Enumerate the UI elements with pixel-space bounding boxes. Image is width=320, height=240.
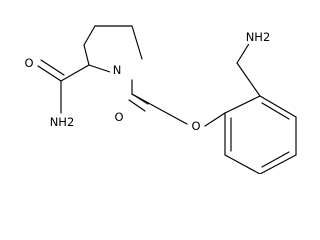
bond	[224, 154, 261, 174]
atom-label-background	[189, 119, 203, 134]
atom-label-o: O	[191, 119, 200, 133]
benzene-ring	[204, 95, 297, 174]
atom-label-background	[48, 115, 76, 129]
atom-carbonyl-o: O	[112, 110, 126, 125]
bond	[131, 93, 175, 118]
atom-label-o: O	[24, 56, 33, 70]
aminomethyl-group	[236, 41, 261, 97]
bond	[259, 154, 297, 174]
bond	[173, 116, 188, 125]
bond	[236, 41, 251, 64]
atom-label-n: N	[113, 63, 122, 77]
atom-label-background	[244, 30, 272, 44]
bond	[261, 102, 290, 120]
bond	[37, 65, 62, 82]
atom-amide-n: NH2	[48, 115, 76, 129]
atom-aminomethyl-n: NH2	[244, 30, 272, 44]
bond	[259, 95, 297, 118]
atom-label-nh2: NH2	[50, 115, 75, 129]
atom-label-o: O	[114, 110, 123, 124]
bond	[83, 44, 90, 66]
atom-ring-n: N	[110, 62, 124, 77]
bond	[261, 151, 290, 168]
bond	[60, 64, 90, 82]
atom-ether-o: O	[189, 119, 203, 134]
bond	[204, 112, 226, 127]
atom-label-background	[112, 110, 126, 125]
chemical-structure: NH2 N O NH2 O O	[22, 25, 297, 174]
atom-label-background	[22, 56, 36, 71]
bond	[131, 25, 143, 60]
atom-label-background	[110, 62, 124, 77]
bond	[83, 25, 96, 46]
bond	[224, 95, 261, 114]
bond	[128, 99, 146, 112]
atom-label-nh2: NH2	[246, 30, 271, 44]
acyl-linker	[128, 79, 188, 125]
bond	[40, 59, 65, 76]
carboxamide-group	[37, 59, 90, 114]
bond	[236, 62, 261, 97]
atom-amide-o: O	[22, 56, 36, 71]
